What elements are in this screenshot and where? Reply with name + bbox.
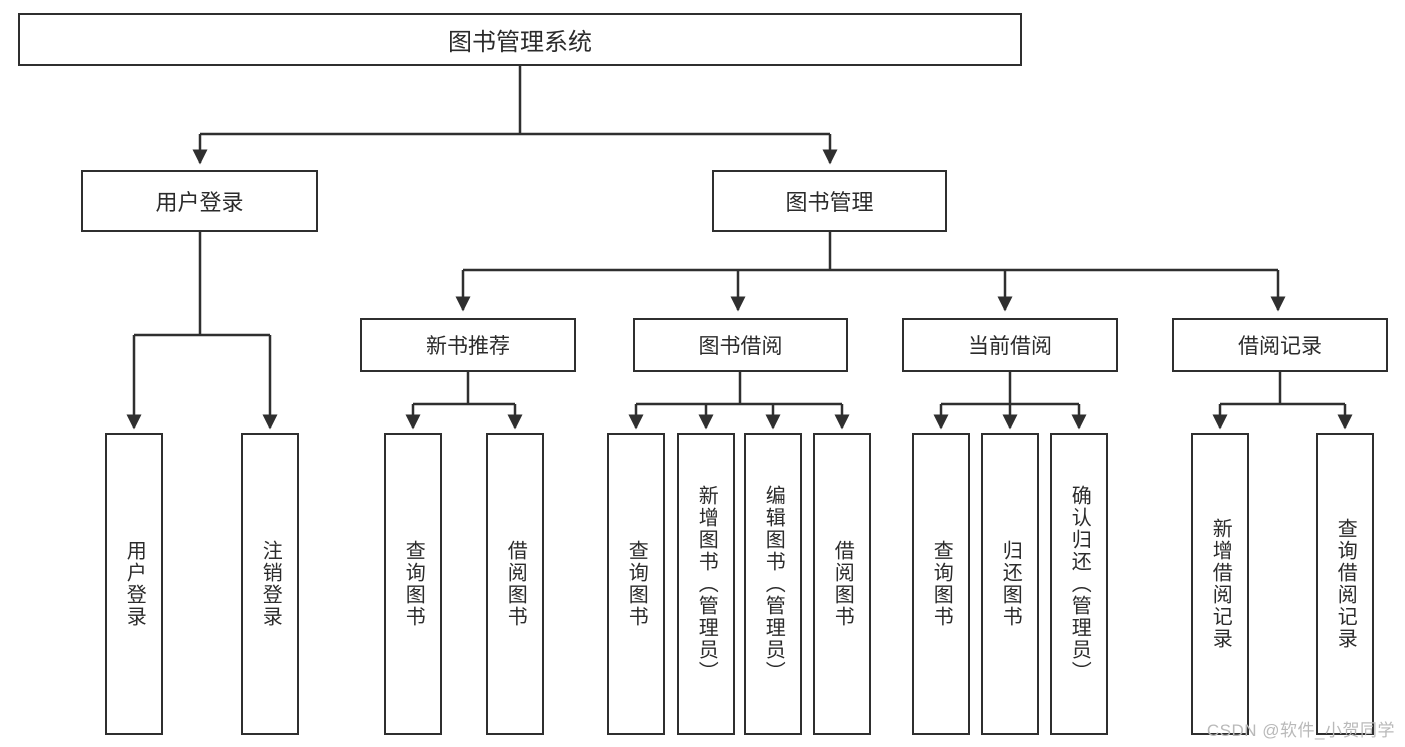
node-leaf-edit-book-label: 编辑图书（管理员） (762, 485, 785, 683)
node-leaf-borrow-book-2[interactable]: 借阅图书 (813, 433, 871, 735)
node-leaf-add-record[interactable]: 新增借阅记录 (1191, 433, 1249, 735)
node-book-manage-label: 图书管理 (785, 190, 874, 215)
node-leaf-borrow-book-1-label: 借阅图书 (504, 540, 527, 628)
watermark-text: CSDN @软件_小贺同学 (1206, 721, 1395, 740)
node-leaf-query-book-2[interactable]: 查询图书 (607, 433, 665, 735)
node-new-book-recommend[interactable]: 新书推荐 (360, 318, 576, 372)
node-book-manage[interactable]: 图书管理 (712, 170, 947, 232)
node-book-borrow-label: 图书借阅 (698, 335, 783, 358)
node-leaf-query-book-1-label: 查询图书 (402, 540, 425, 628)
node-root[interactable]: 图书管理系统 (18, 13, 1022, 66)
node-user-login-label: 用户登录 (155, 190, 244, 215)
node-leaf-query-book-3[interactable]: 查询图书 (912, 433, 970, 735)
node-leaf-query-book-2-label: 查询图书 (625, 540, 648, 628)
node-leaf-user-login-label: 用户登录 (123, 540, 146, 628)
node-leaf-query-book-1[interactable]: 查询图书 (384, 433, 442, 735)
node-leaf-add-book-label: 新增图书（管理员） (695, 485, 718, 683)
node-borrow-record[interactable]: 借阅记录 (1172, 318, 1388, 372)
node-current-borrow-label: 当前借阅 (968, 335, 1052, 358)
node-leaf-user-logout[interactable]: 注销登录 (241, 433, 299, 735)
node-leaf-return-book-label: 归还图书 (999, 540, 1022, 628)
node-new-book-recommend-label: 新书推荐 (426, 335, 510, 358)
node-leaf-return-book[interactable]: 归还图书 (981, 433, 1039, 735)
node-leaf-confirm-return-label: 确认归还（管理员） (1068, 485, 1091, 683)
node-leaf-query-record[interactable]: 查询借阅记录 (1316, 433, 1374, 735)
node-book-borrow[interactable]: 图书借阅 (633, 318, 848, 372)
node-leaf-confirm-return[interactable]: 确认归还（管理员） (1050, 433, 1108, 735)
node-leaf-borrow-book-2-label: 借阅图书 (831, 540, 854, 628)
node-leaf-user-login[interactable]: 用户登录 (105, 433, 163, 735)
node-root-label: 图书管理系统 (448, 29, 592, 56)
node-borrow-record-label: 借阅记录 (1238, 335, 1322, 358)
node-leaf-query-record-label: 查询借阅记录 (1334, 518, 1357, 650)
node-current-borrow[interactable]: 当前借阅 (902, 318, 1118, 372)
node-leaf-user-logout-label: 注销登录 (259, 540, 282, 628)
node-leaf-add-record-label: 新增借阅记录 (1209, 518, 1232, 650)
node-leaf-borrow-book-1[interactable]: 借阅图书 (486, 433, 544, 735)
node-user-login[interactable]: 用户登录 (81, 170, 318, 232)
node-leaf-add-book[interactable]: 新增图书（管理员） (677, 433, 735, 735)
node-leaf-edit-book[interactable]: 编辑图书（管理员） (744, 433, 802, 735)
node-leaf-query-book-3-label: 查询图书 (930, 540, 953, 628)
